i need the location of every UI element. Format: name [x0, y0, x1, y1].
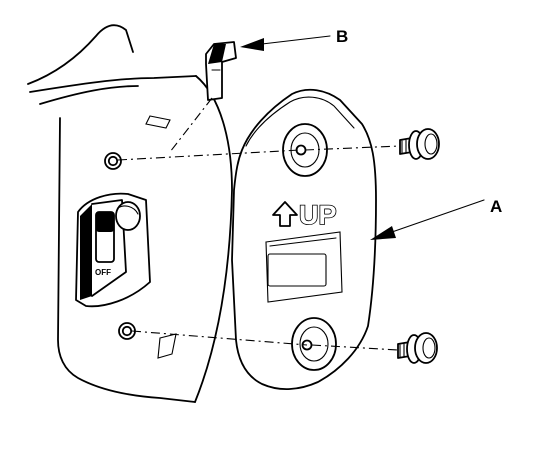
- callout-b-label: B: [336, 27, 348, 46]
- upper-screw: [399, 128, 440, 160]
- callout-b-leader: [240, 35, 331, 51]
- lower-alignment-line: [131, 330, 308, 346]
- plate-lower-boss: [291, 317, 337, 371]
- body-panel: [27, 24, 233, 403]
- clip-alignment-line: [169, 97, 213, 153]
- plate-upper-boss: [282, 123, 328, 177]
- lower-alignment-line-screw: [311, 344, 399, 351]
- lower-screw: [397, 332, 438, 364]
- switch-housing: OFF: [75, 192, 151, 308]
- upper-alignment-line-screw: [304, 145, 401, 151]
- cover-plate-a: UP: [231, 88, 377, 390]
- plate-up-marking: UP: [299, 200, 337, 230]
- up-arrow-icon: [272, 201, 298, 227]
- switch-off-label: OFF: [95, 268, 111, 277]
- lower-grommet: [118, 322, 136, 340]
- plate-label-recess: [267, 253, 327, 287]
- upper-grommet: [104, 152, 122, 170]
- callout-a-leader: [370, 199, 485, 240]
- callout-a-label: A: [490, 197, 502, 216]
- upper-alignment-line: [117, 149, 301, 161]
- clip-b: [205, 41, 237, 101]
